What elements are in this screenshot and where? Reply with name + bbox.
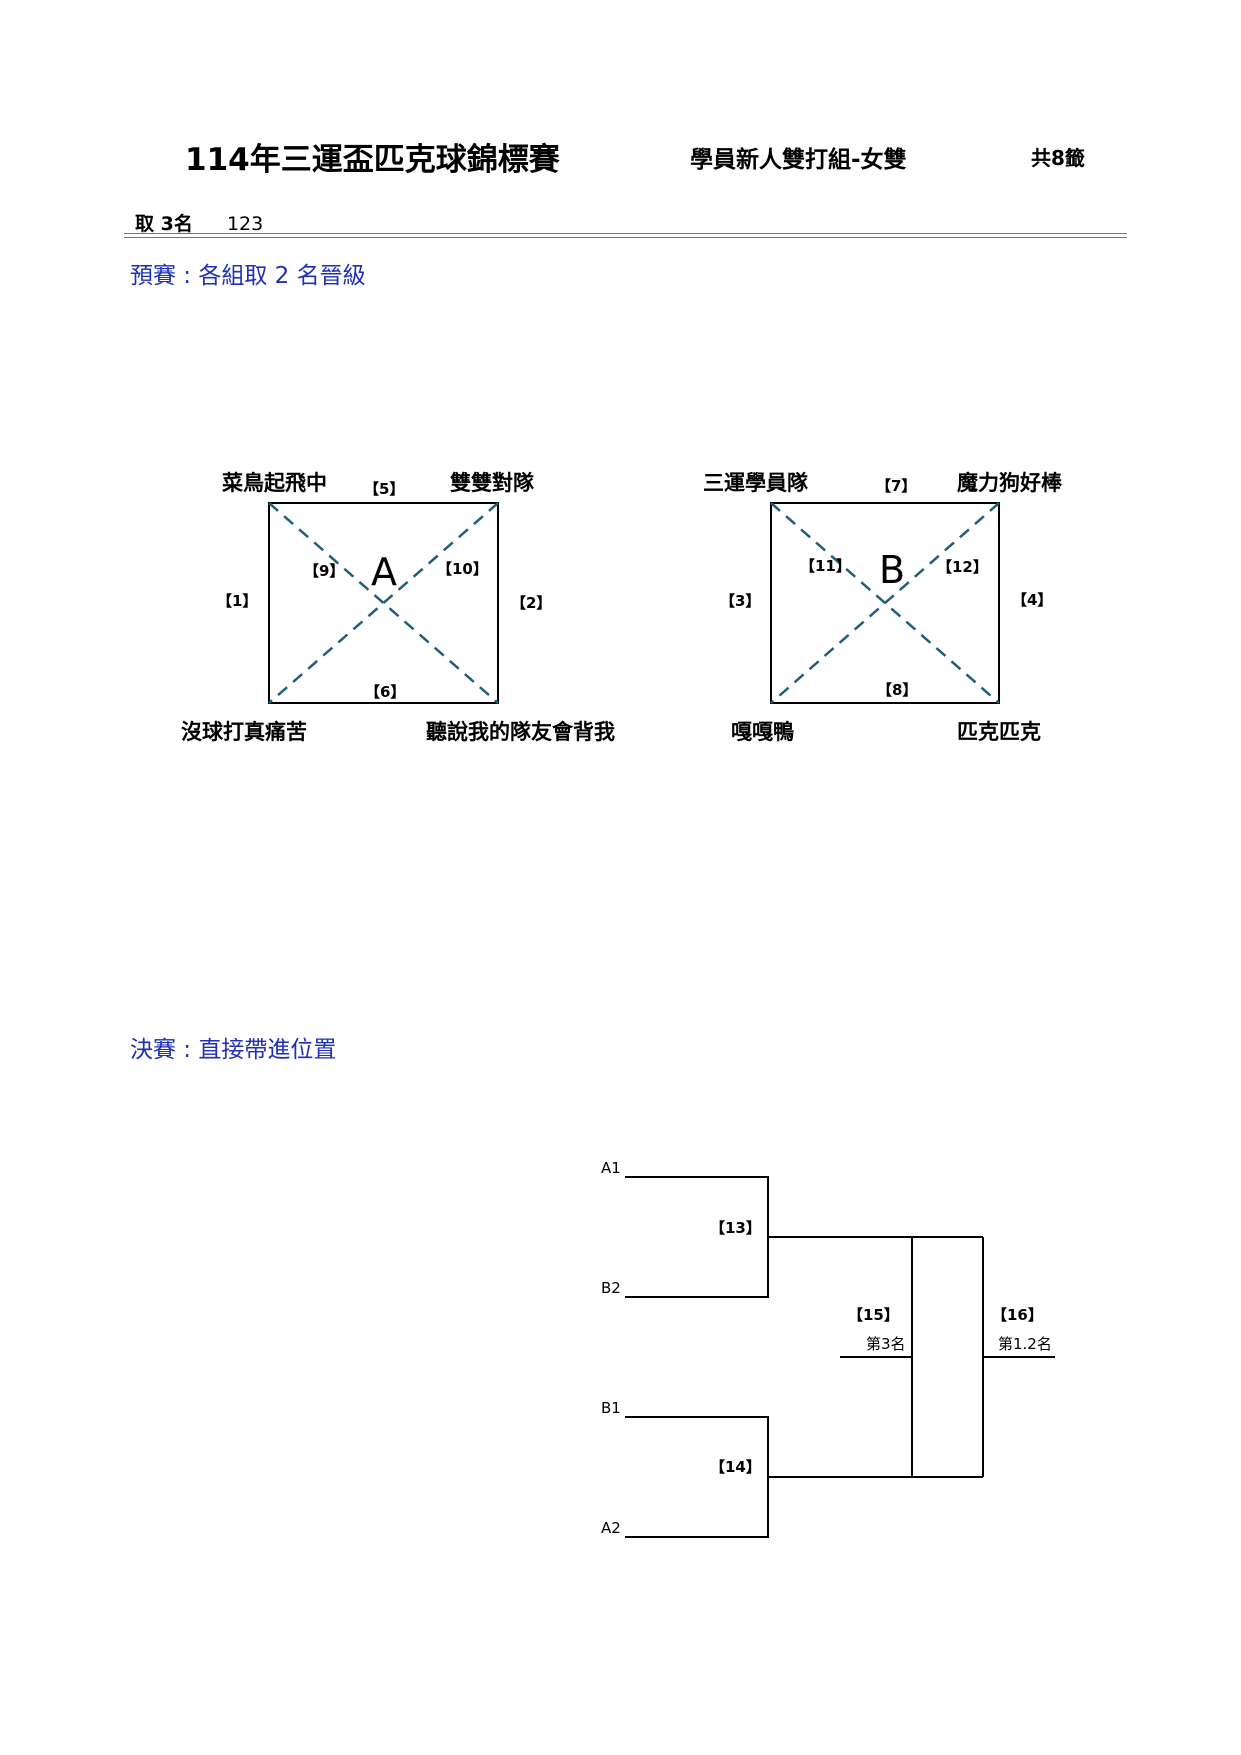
match-15-label: 【15】 [848, 1306, 899, 1324]
seed-a2: A2 [601, 1519, 621, 1537]
header-rule-bottom [124, 237, 1127, 238]
match-5-label: 【5】 [364, 480, 405, 498]
match-4-label: 【4】 [1012, 591, 1053, 609]
header-rule-top [124, 233, 1127, 234]
group-a-label: A [371, 550, 397, 594]
match-1-label: 【1】 [217, 592, 258, 610]
group-a-team-bottom-left: 沒球打真痛苦 [181, 720, 307, 744]
group-a-team-bottom-right: 聽說我的隊友會背我 [426, 720, 615, 744]
group-b-team-bottom-left: 嘎嘎鴨 [731, 720, 794, 744]
group-a-box [268, 502, 499, 704]
match-10-label: 【10】 [437, 560, 488, 578]
group-a-team-top-right: 雙雙對隊 [450, 471, 534, 495]
group-b-team-top-right: 魔力狗好棒 [957, 471, 1062, 495]
group-b-diagram [770, 502, 1000, 704]
semi-2-bracket [625, 1416, 769, 1538]
group-b-diagonal-2 [770, 502, 1000, 704]
takes-line: 取 3名 123 [135, 209, 263, 236]
match-16-label: 【16】 [992, 1306, 1043, 1324]
takes-label: 取 3名 [135, 213, 193, 235]
group-a-diagonal-2 [268, 502, 499, 704]
final-heading: 決賽 : 直接帶進位置 [130, 1037, 337, 1063]
match-13-label: 【13】 [710, 1219, 761, 1237]
group-a-diagonal-1 [268, 502, 499, 704]
match-2-label: 【2】 [511, 594, 552, 612]
takes-value: 123 [226, 213, 264, 235]
match-3-label: 【3】 [720, 592, 761, 610]
match-14-label: 【14】 [710, 1458, 761, 1476]
draw-count: 共8籤 [1031, 146, 1085, 170]
match-9-label: 【9】 [304, 562, 345, 580]
match-8-label: 【8】 [877, 681, 918, 699]
match-12-label: 【12】 [937, 558, 988, 576]
division-title: 學員新人雙打組-女雙 [690, 147, 907, 173]
group-b-team-bottom-right: 匹克匹克 [957, 720, 1041, 744]
final-place-label: 第1.2名 [998, 1335, 1052, 1353]
prelim-heading: 預賽 : 各組取 2 名晉級 [130, 263, 366, 289]
group-a-diagram [268, 502, 499, 704]
page-title: 114年三運盃匹克球錦標賽 [185, 142, 560, 178]
group-b-team-top-left: 三運學員隊 [703, 471, 808, 495]
match-6-label: 【6】 [365, 683, 406, 701]
final-bracket [625, 1176, 1055, 1538]
group-b-label: B [879, 548, 906, 592]
match-7-label: 【7】 [876, 477, 917, 495]
group-b-box [770, 502, 1000, 704]
group-a-team-top-left: 菜鳥起飛中 [222, 471, 327, 495]
third-place-label: 第3名 [866, 1335, 906, 1353]
seed-a1: A1 [601, 1159, 621, 1177]
seed-b1: B1 [601, 1399, 621, 1417]
match-11-label: 【11】 [800, 557, 851, 575]
seed-b2: B2 [601, 1279, 621, 1297]
